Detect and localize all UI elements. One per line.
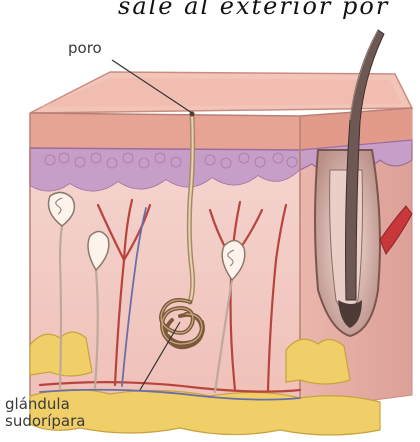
- label-pore: poro: [68, 40, 102, 57]
- subcutaneous-fat-right: [286, 339, 350, 384]
- epidermis-layer: [30, 113, 300, 150]
- label-sweat-gland: glándula sudorípara: [5, 396, 105, 430]
- label-sweat-gland-line1: glándula: [5, 396, 105, 413]
- label-sweat-gland-line2: sudorípara: [5, 413, 105, 430]
- caption-text: sale al exterior por: [118, 0, 389, 20]
